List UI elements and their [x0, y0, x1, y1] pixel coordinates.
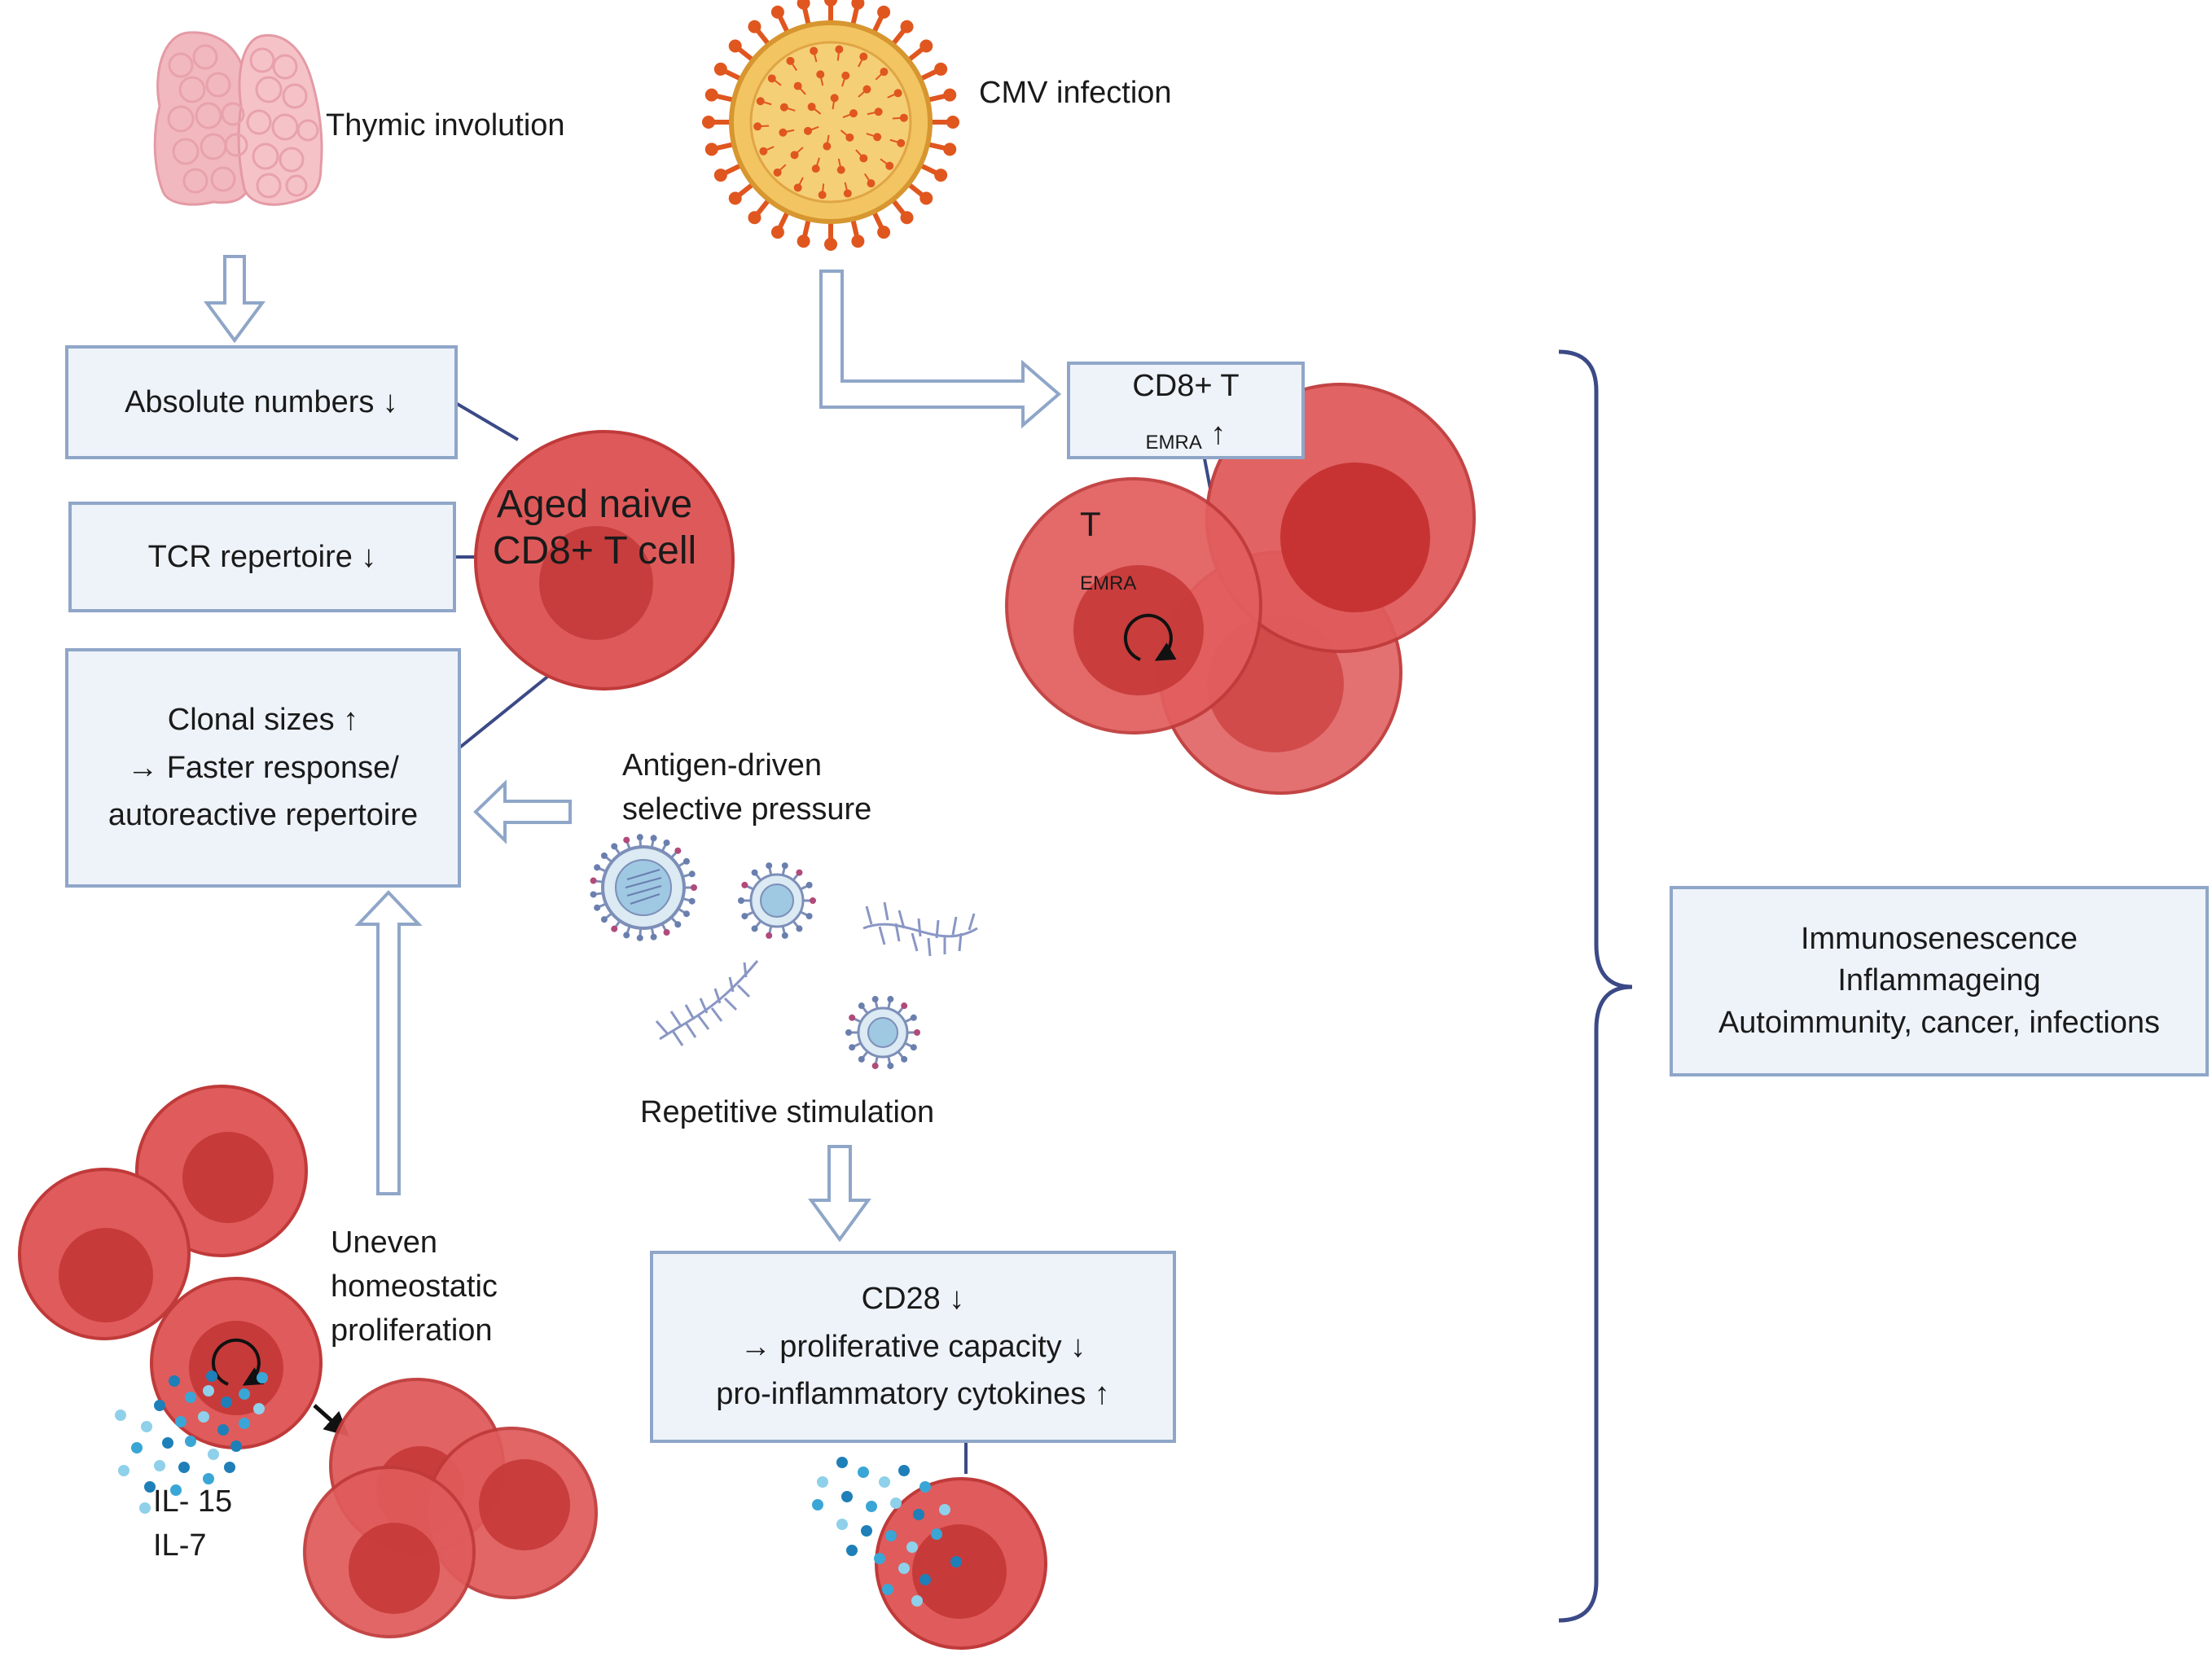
virus-particle-icon [590, 834, 697, 941]
cell-cycle-icon [1123, 613, 1177, 661]
aged-naive-cell [474, 430, 735, 691]
box-tcr-repertoire: TCR repertoire ↓ [68, 502, 456, 612]
protein-fragment-icon [862, 901, 978, 957]
protein-fragment-icon [655, 960, 759, 1046]
arrow-stimulation-down [808, 1145, 871, 1243]
label-thymic-involution: Thymic involution [326, 108, 565, 142]
cmv-virus-icon [702, 0, 959, 251]
arrow-antigen-to-clonal [473, 779, 572, 844]
proliferation-cells [18, 1085, 598, 1638]
cytokine-dots-icon [812, 1457, 962, 1607]
arrow-thymus-down [204, 255, 266, 344]
virus-particle-icon [845, 996, 920, 1069]
arrow-proliferation-up [354, 890, 423, 1195]
arrow-cmv-to-temra [819, 270, 1062, 429]
thymus-icon [153, 31, 323, 206]
box-clonal-sizes: Clonal sizes ↑→ Faster response/autoreac… [65, 648, 461, 888]
cytokine-dots-icon [115, 1370, 268, 1514]
curly-brace [1558, 349, 1633, 1623]
box-absolute-numbers: Absolute numbers ↓ [65, 345, 458, 459]
antigen-particles [590, 834, 978, 1069]
hollow-arrows [204, 255, 1062, 1243]
box-cd28: CD28 ↓→ proliferative capacity ↓pro-infl… [650, 1251, 1176, 1443]
label-cmv-infection: CMV infection [979, 76, 1172, 110]
virus-particle-icon [738, 862, 816, 939]
label-repetitive-stimulation: Repetitive stimulation [640, 1095, 935, 1129]
